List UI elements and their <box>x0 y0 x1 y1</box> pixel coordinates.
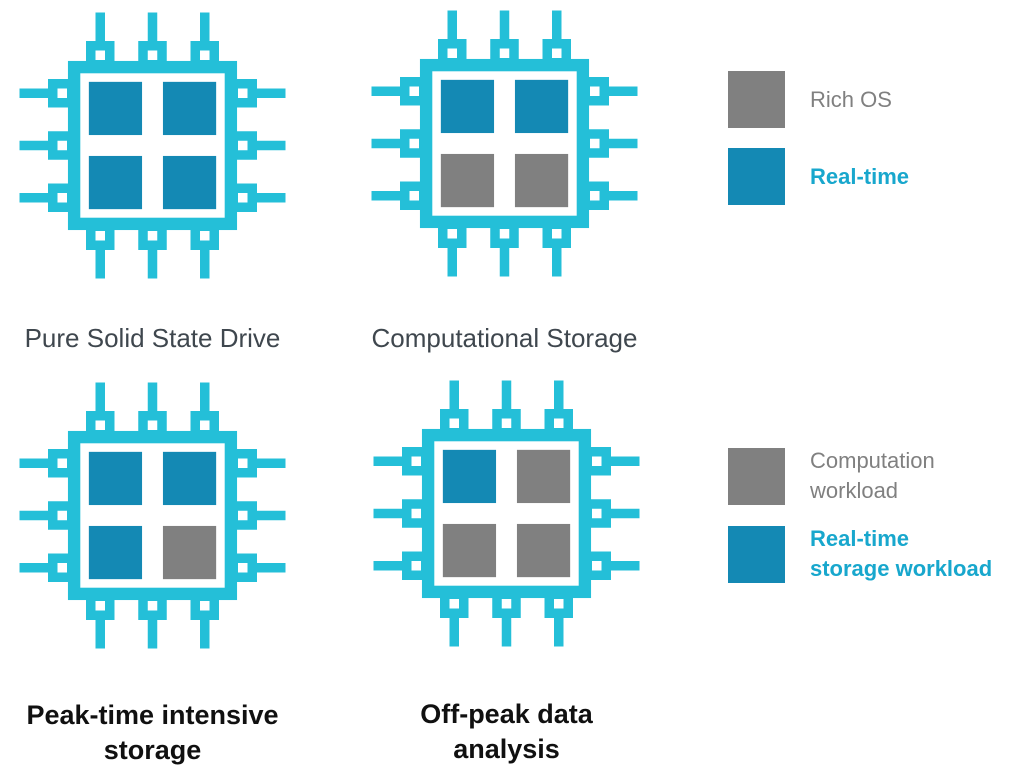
legend-label-rich-os: Rich OS <box>810 86 892 112</box>
legend-item-computation-workload: Computation workload <box>728 446 935 506</box>
rich-os-swatch <box>728 71 785 128</box>
real-time-swatch <box>728 148 785 205</box>
legend-label-computation-workload: Computation workload <box>810 448 935 503</box>
chip-block-off-peak-analysis: Off-peak data analysis <box>364 371 649 764</box>
computation-workload-swatch <box>728 447 785 505</box>
legend-item-rich-os: Rich OS <box>728 71 892 128</box>
chip-icon-pure-ssd <box>10 3 295 288</box>
chip-caption-computational-storage: Computational Storage <box>371 323 638 353</box>
chip-block-pure-ssd: Pure Solid State Drive <box>10 3 295 353</box>
chip-block-computational-storage: Computational Storage <box>362 1 647 353</box>
chip-caption-off-peak-analysis: Off-peak data analysis <box>420 699 593 764</box>
legend-label-real-time: Real-time <box>810 163 910 189</box>
chip-caption-pure-ssd: Pure Solid State Drive <box>24 323 281 353</box>
legend-item-realtime-storage-workload: Real-time storage workload <box>728 524 992 584</box>
chip-block-peak-time-storage: Peak-time intensive storage <box>10 373 295 765</box>
chip-icon-off-peak-analysis <box>364 371 649 656</box>
legend-label-realtime-storage-workload: Real-time storage workload <box>810 526 993 581</box>
chip-caption-peak-time-storage: Peak-time intensive storage <box>26 700 279 765</box>
chip-icon-computational-storage <box>362 1 647 286</box>
chip-icon-peak-time-storage <box>10 373 295 658</box>
realtime-storage-workload-swatch <box>728 525 785 583</box>
legend-item-real-time: Real-time <box>728 148 909 205</box>
